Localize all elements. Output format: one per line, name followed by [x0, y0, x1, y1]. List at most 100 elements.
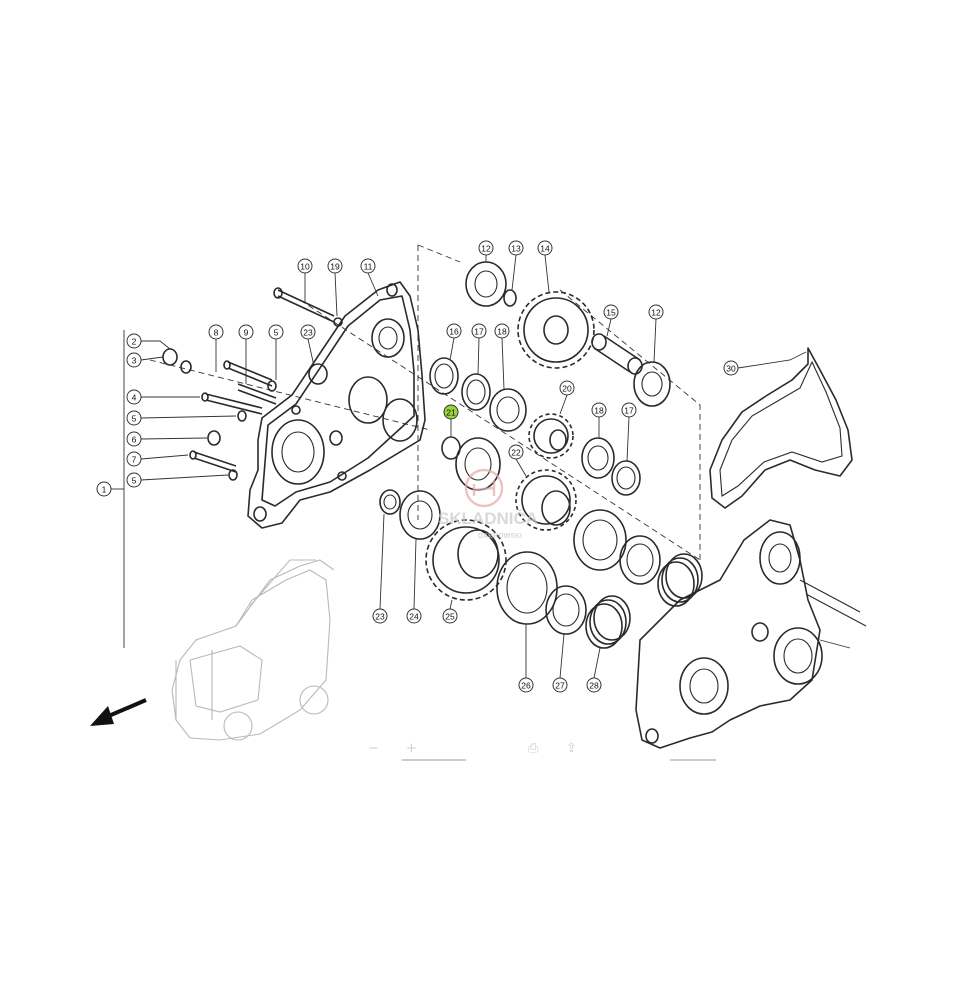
callout-18: 18	[494, 323, 510, 339]
callout-20: 20	[559, 380, 575, 396]
callout-12: 12	[648, 304, 664, 320]
callout-label: 7	[132, 455, 137, 465]
callout-circle	[297, 258, 313, 274]
callout-circle	[446, 323, 462, 339]
callout-12: 12	[478, 240, 494, 256]
callout-label: 12	[481, 244, 491, 254]
callout-label: 11	[364, 262, 373, 272]
left-fasteners	[140, 272, 379, 481]
callout-circle	[586, 677, 602, 693]
callout-label: 18	[497, 327, 507, 337]
callout-circle	[552, 677, 568, 693]
callout-9: 9	[238, 324, 254, 340]
watermark-line-1: SKLADNIČA	[438, 509, 538, 528]
callout-circle	[126, 410, 142, 426]
callout-circle	[300, 324, 316, 340]
gasket	[709, 347, 853, 509]
callout-17: 17	[471, 323, 487, 339]
right-gearbox-cover	[635, 519, 867, 749]
callout-21: 21	[443, 404, 459, 420]
callout-circle	[126, 352, 142, 368]
callout-circle	[621, 402, 637, 418]
callout-26: 26	[518, 677, 534, 693]
callout-5: 5	[268, 324, 284, 340]
direction-arrow-icon	[90, 698, 147, 726]
share-icon[interactable]: ⇪	[566, 741, 577, 756]
callout-label: 20	[562, 384, 572, 394]
callout-circle	[478, 240, 494, 256]
callout-label: 12	[651, 308, 661, 318]
callout-18: 18	[591, 402, 607, 418]
callout-15: 15	[603, 304, 619, 320]
central-drivetrain-parts	[379, 254, 703, 679]
callout-5: 5	[126, 472, 142, 488]
callout-label: 16	[449, 327, 459, 337]
callout-2: 2	[126, 333, 142, 349]
callout-circle	[96, 481, 112, 497]
callout-3: 3	[126, 352, 142, 368]
callout-circle	[126, 389, 142, 405]
callout-13: 13	[508, 240, 524, 256]
callout-label: 28	[589, 681, 599, 691]
callout-10: 10	[297, 258, 313, 274]
callout-16: 16	[446, 323, 462, 339]
callout-circle	[268, 324, 284, 340]
callout-label: 10	[300, 262, 310, 272]
watermark: SKLADNIČA DABROWSKI	[438, 468, 538, 540]
callout-circle	[126, 472, 142, 488]
callout-label: 26	[521, 681, 531, 691]
callout-5: 5	[126, 410, 142, 426]
callout-circle	[537, 240, 553, 256]
callout-label: 18	[594, 406, 604, 416]
callout-circle	[126, 451, 142, 467]
minus-icon[interactable]: −	[368, 741, 379, 756]
callout-label: 27	[555, 681, 565, 691]
plus-icon[interactable]: +	[406, 741, 417, 756]
callout-circle	[508, 240, 524, 256]
callout-label: 17	[624, 406, 634, 416]
callout-8: 8	[208, 324, 224, 340]
callout-1: 1	[96, 481, 112, 497]
callout-circle	[327, 258, 343, 274]
callout-6: 6	[126, 431, 142, 447]
callout-label: 17	[474, 327, 484, 337]
callout-circle	[372, 608, 388, 624]
callout-circle	[648, 304, 664, 320]
callout-label: 15	[606, 308, 616, 318]
print-icon[interactable]: ⎙	[528, 741, 539, 756]
callout-circle	[591, 402, 607, 418]
callout-17: 17	[621, 402, 637, 418]
callout-circle	[559, 380, 575, 396]
assembly-axes	[149, 244, 701, 561]
callout-label: 23	[303, 328, 313, 338]
callout-circle	[508, 444, 524, 460]
callout-label: 25	[445, 612, 455, 622]
callout-circle	[126, 431, 142, 447]
callout-label: 3	[132, 356, 137, 366]
callout-24: 24	[406, 608, 422, 624]
group-bracket	[111, 330, 125, 648]
callout-label: 2	[132, 337, 137, 347]
callout-circle	[723, 360, 739, 376]
callout-circle	[208, 324, 224, 340]
callout-circle	[406, 608, 422, 624]
callout-27: 27	[552, 677, 568, 693]
callout-28: 28	[586, 677, 602, 693]
callout-label: 13	[511, 244, 521, 254]
machine-location-sketch	[171, 559, 335, 741]
callout-circle	[238, 324, 254, 340]
callout-circle	[471, 323, 487, 339]
callout-label: 14	[540, 244, 550, 254]
watermark-logo-icon	[464, 468, 504, 508]
callout-label: 22	[511, 448, 521, 458]
viewer-toolbar[interactable]: − + ⎙ ⇪	[368, 741, 716, 761]
callout-4: 4	[126, 389, 142, 405]
callout-circle	[603, 304, 619, 320]
callout-label: 5	[132, 414, 137, 424]
callout-label: 23	[375, 612, 385, 622]
callout-22: 22	[508, 444, 524, 460]
callout-circle	[126, 333, 142, 349]
callout-label: 6	[132, 435, 137, 445]
